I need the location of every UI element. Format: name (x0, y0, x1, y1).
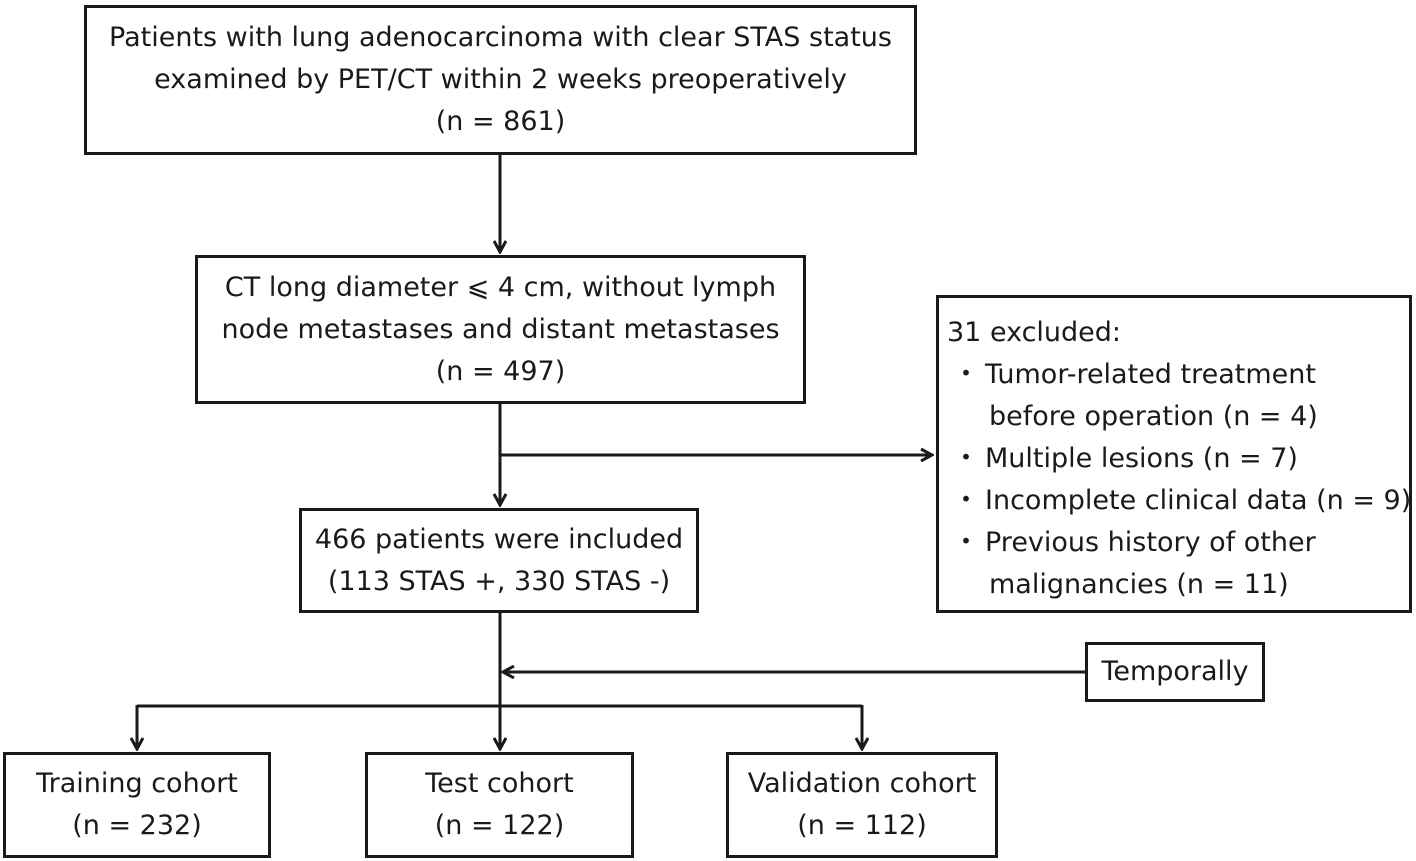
bullet-icon: ・ (952, 443, 980, 474)
bullet-icon: ・ (952, 527, 980, 558)
cohort-name: Validation cohort (747, 768, 977, 799)
test-cohort-box: Test cohort (n = 122) (365, 752, 634, 858)
start-line-3: (n = 861) (435, 106, 566, 137)
included-patients-box: 466 patients were included (113 STAS +, … (299, 508, 699, 613)
exclusion-title: 31 excluded: (947, 317, 1122, 348)
exclusion-item: ・ Tumor-related treatment before operati… (947, 354, 1318, 438)
bullet-icon: ・ (952, 485, 980, 516)
cohort-name: Training cohort (36, 768, 238, 799)
exclusion-item-text-cont: before operation (n = 4) (989, 401, 1318, 432)
exclusion-box: 31 excluded: ・ Tumor-related treatment b… (936, 295, 1412, 613)
start-population-box: Patients with lung adenocarcinoma with c… (84, 5, 917, 155)
included-line-2: (113 STAS +, 330 STAS -) (327, 565, 671, 597)
exclusion-item-text-cont: malignancies (n = 11) (989, 569, 1289, 600)
temporal-split-box: Temporally (1085, 642, 1265, 702)
temporal-label: Temporally (1101, 656, 1249, 687)
cohort-name: Test cohort (425, 768, 574, 799)
exclusion-item: ・ Incomplete clinical data (n = 9) (947, 480, 1412, 522)
training-cohort-box: Training cohort (n = 232) (3, 752, 271, 858)
included-line-1: 466 patients were included (314, 523, 684, 555)
cohort-count: (n = 232) (72, 810, 202, 841)
exclusion-item-text: Incomplete clinical data (n = 9) (985, 485, 1412, 516)
bullet-icon: ・ (952, 359, 980, 390)
start-line-2: examined by PET/CT within 2 weeks preope… (154, 64, 847, 95)
exclusion-item-text: Previous history of other (985, 527, 1316, 558)
criteria-line-2: node metastases and distant metastases (221, 313, 780, 345)
exclusion-item: ・ Previous history of other malignancies… (947, 522, 1316, 606)
cohort-count: (n = 122) (434, 810, 565, 841)
exclusion-item-text: Multiple lesions (n = 7) (985, 443, 1298, 474)
criteria-line-1: CT long diameter ⩽ 4 cm, without lymph (224, 271, 777, 303)
inclusion-criteria-box: CT long diameter ⩽ 4 cm, without lymph n… (195, 255, 806, 404)
validation-cohort-box: Validation cohort (n = 112) (726, 752, 998, 858)
criteria-line-3: (n = 497) (435, 355, 566, 387)
exclusion-item: ・ Multiple lesions (n = 7) (947, 438, 1298, 480)
exclusion-item-text: Tumor-related treatment (985, 359, 1316, 390)
start-line-1: Patients with lung adenocarcinoma with c… (109, 22, 892, 53)
cohort-count: (n = 112) (797, 810, 927, 841)
